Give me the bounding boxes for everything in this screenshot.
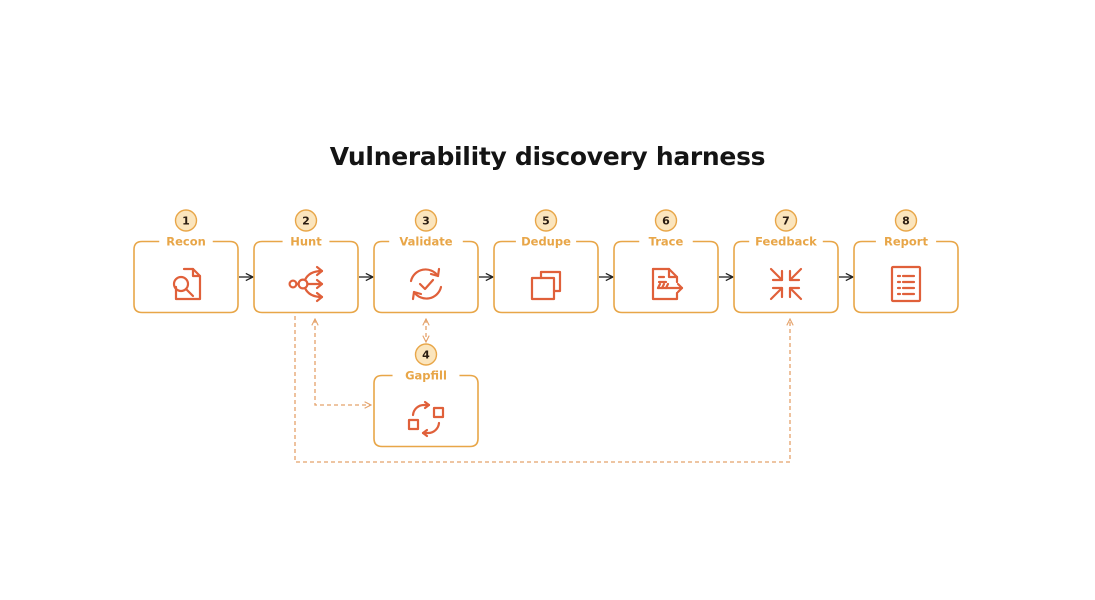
step-label: Dedupe bbox=[521, 235, 571, 249]
step-box bbox=[253, 240, 359, 314]
overlapping-squares-icon bbox=[530, 270, 562, 301]
step-badge bbox=[894, 209, 918, 232]
step-box bbox=[733, 240, 839, 314]
step-badge bbox=[414, 343, 438, 366]
step-badge bbox=[774, 209, 798, 232]
step-number: 8 bbox=[902, 215, 910, 228]
step-number: 3 bbox=[422, 215, 430, 228]
step-label: Gapfill bbox=[405, 369, 447, 383]
refresh-check-icon bbox=[409, 267, 443, 301]
step-badge bbox=[294, 209, 318, 232]
report-list-icon bbox=[890, 265, 922, 303]
step-badge bbox=[414, 209, 438, 232]
step-label: Feedback bbox=[755, 235, 817, 249]
step-number: 7 bbox=[782, 215, 790, 228]
step-box bbox=[853, 240, 959, 314]
step-badge bbox=[174, 209, 198, 232]
connector-gapfill-hunt bbox=[315, 319, 371, 405]
page-title: Vulnerability discovery harness bbox=[329, 142, 766, 171]
connector-hunt-feedback bbox=[294, 316, 790, 463]
step-number: 6 bbox=[662, 215, 670, 228]
step-boxes: Recon1Hunt2Validate3Dedupe5Trace6Feedbac… bbox=[133, 209, 959, 448]
step-feedback: Feedback 7 bbox=[733, 209, 839, 314]
dashed-connectors bbox=[294, 316, 790, 463]
step-box bbox=[493, 240, 599, 314]
step-dedupe: Dedupe 5 bbox=[493, 209, 599, 314]
step-box bbox=[613, 240, 719, 314]
step-badge bbox=[654, 209, 678, 232]
step-report: Report 8 bbox=[853, 209, 959, 314]
step-hunt: Hunt 2 bbox=[253, 209, 359, 314]
document-magnifier-icon bbox=[172, 267, 202, 301]
step-validate: Validate 3 bbox=[373, 209, 479, 314]
step-recon: Recon 1 bbox=[133, 209, 239, 314]
step-box bbox=[373, 240, 479, 314]
step-label: Validate bbox=[399, 235, 452, 249]
step-number: 4 bbox=[422, 349, 430, 362]
step-number: 5 bbox=[542, 215, 550, 228]
step-gapfill: Gapfill 4 bbox=[373, 343, 479, 448]
branching-arrows-icon bbox=[288, 265, 324, 303]
step-label: Report bbox=[884, 235, 928, 249]
cycle-squares-icon bbox=[407, 400, 445, 438]
step-box bbox=[373, 374, 479, 448]
step-label: Recon bbox=[166, 235, 206, 249]
collapse-arrows-icon bbox=[769, 267, 803, 301]
step-trace: Trace 6 bbox=[613, 209, 719, 314]
step-number: 1 bbox=[182, 215, 190, 228]
step-badge bbox=[534, 209, 558, 232]
step-number: 2 bbox=[302, 215, 310, 228]
step-label: Trace bbox=[649, 235, 684, 249]
step-box bbox=[133, 240, 239, 314]
document-trace-icon bbox=[651, 267, 684, 301]
step-label: Hunt bbox=[290, 235, 322, 249]
